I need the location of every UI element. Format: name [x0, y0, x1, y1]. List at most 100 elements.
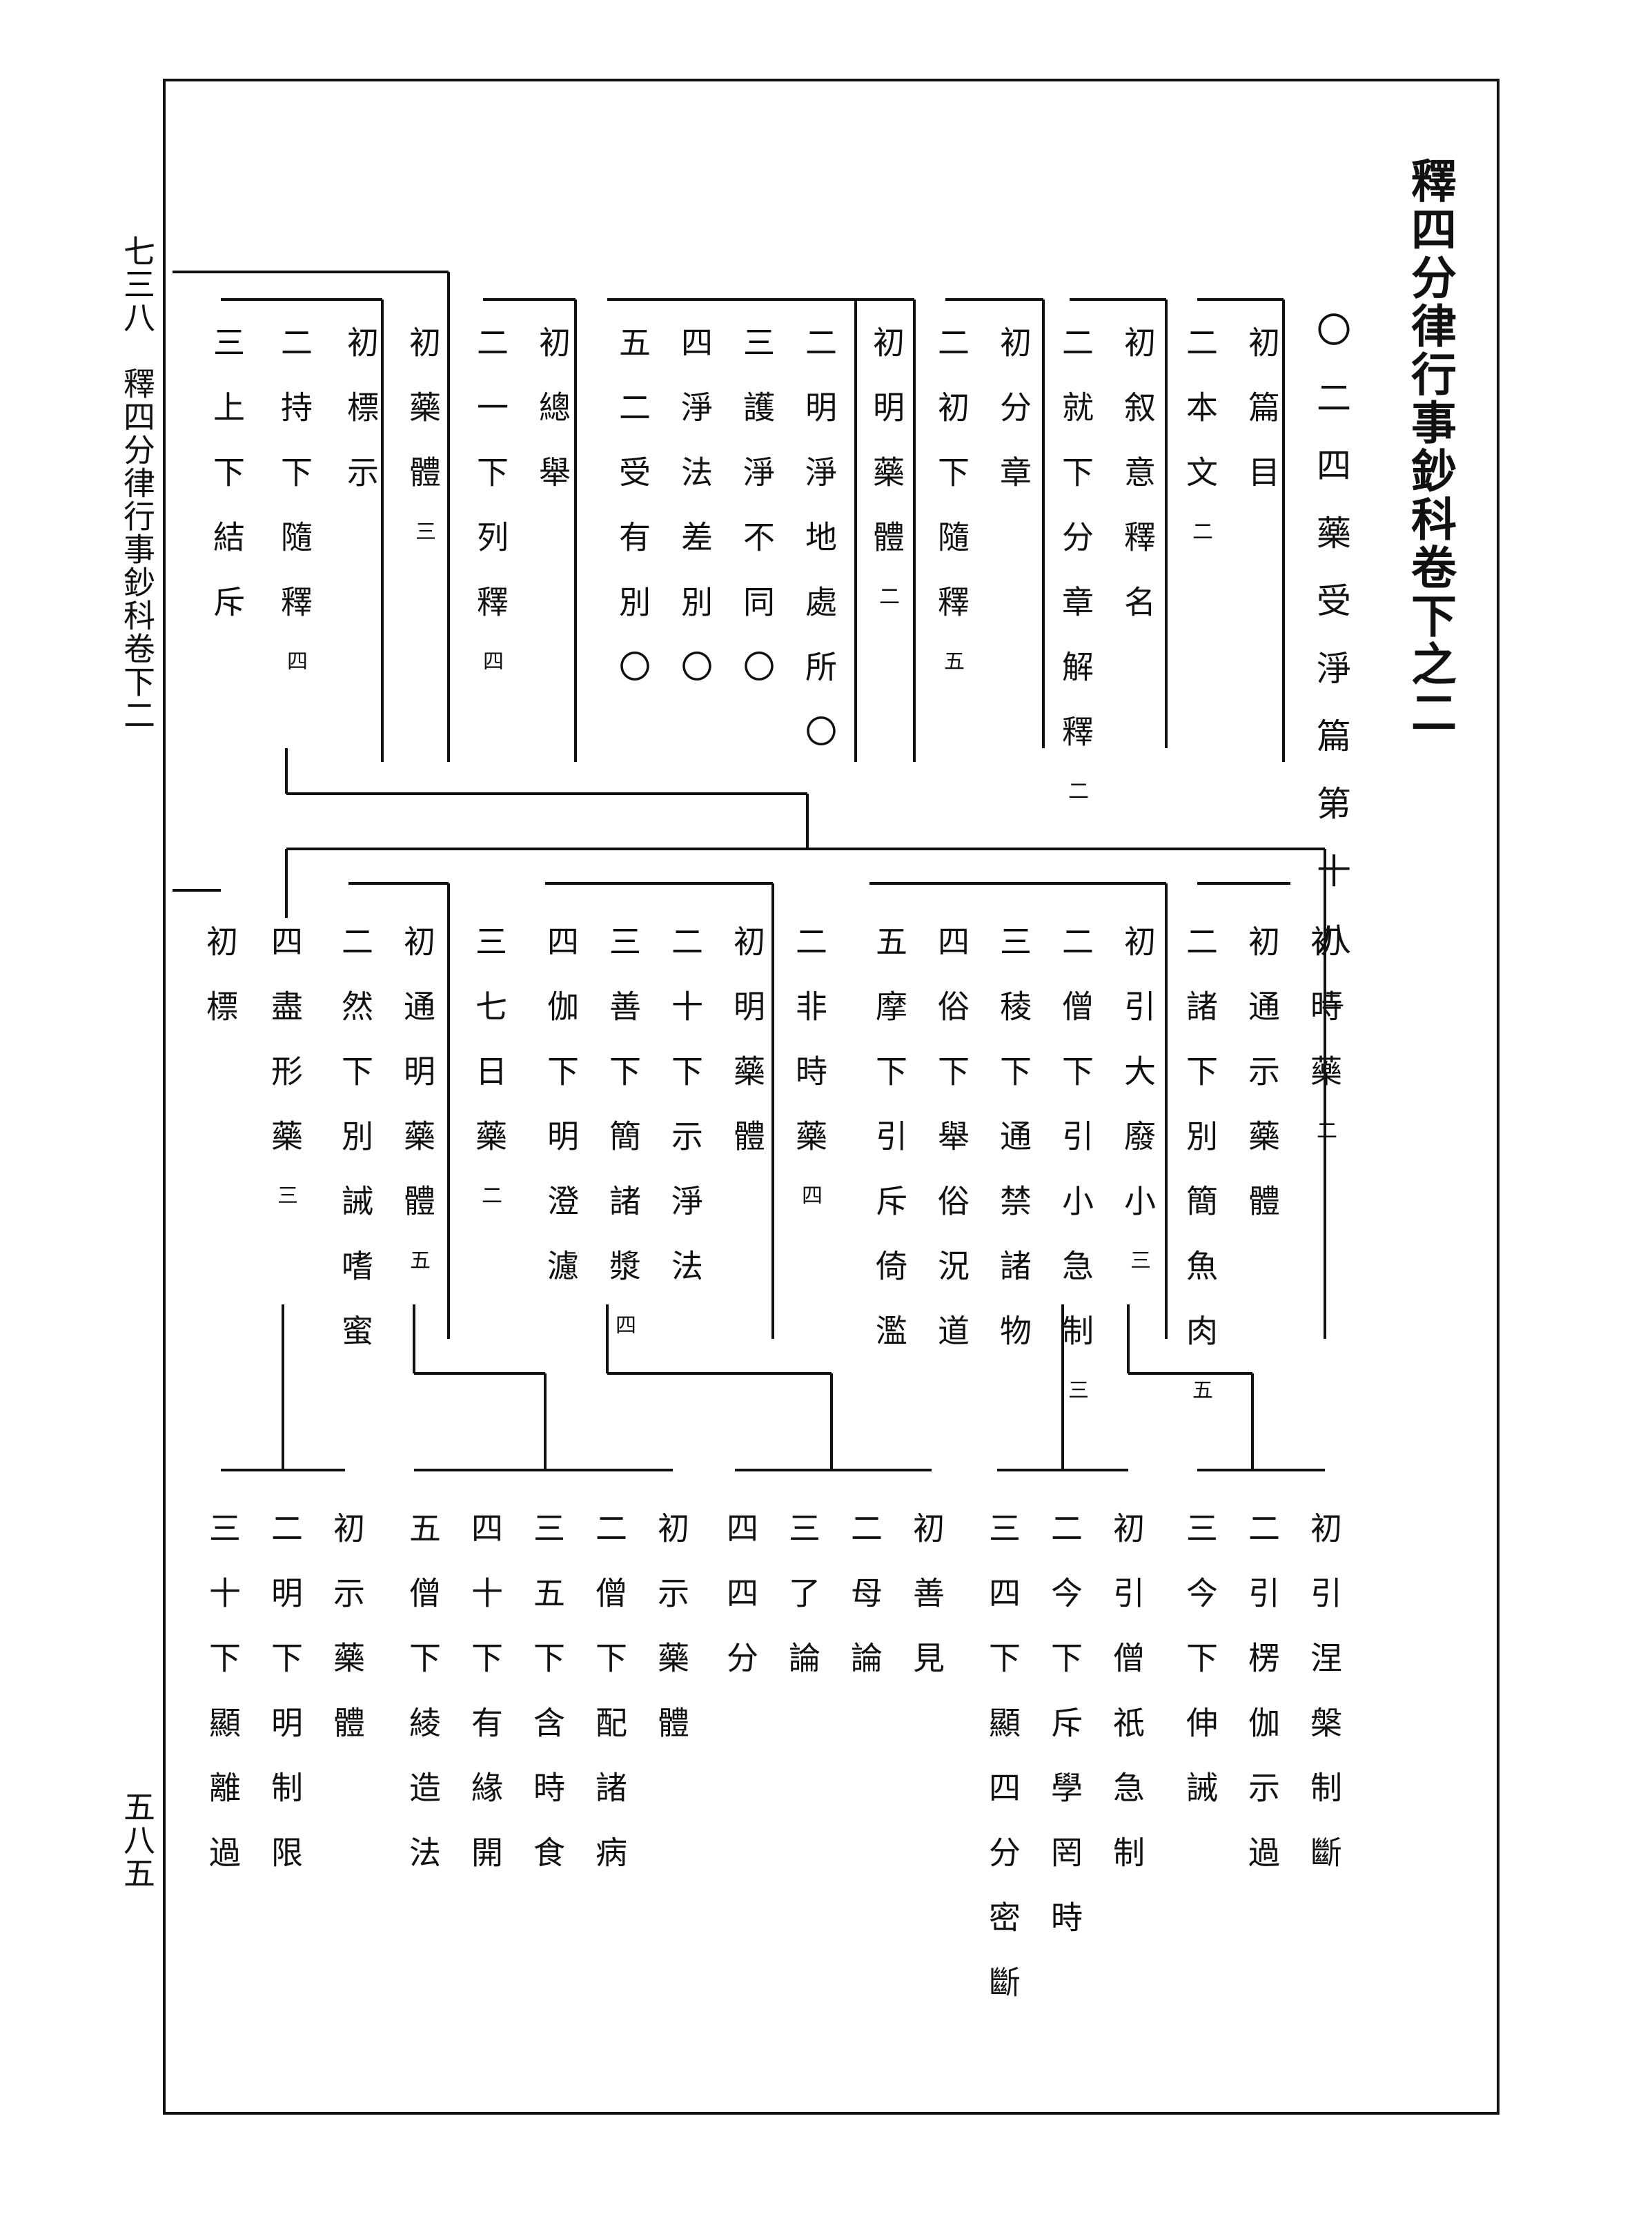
outline-node: 三善下簡諸漿四 [604, 925, 642, 1335]
outline-node-text: 三護淨不同〇 [738, 326, 776, 715]
outline-node-note: 四 [611, 1314, 636, 1335]
outline-node-note: 三 [1064, 1379, 1088, 1400]
outline-node-text: 初篇目 [1243, 326, 1281, 520]
outline-node-note: 二 [1188, 520, 1212, 541]
outline-node-text: 三十下顯離過 [204, 1511, 242, 1901]
outline-node: 三稜下通禁諸物 [995, 925, 1032, 1379]
outline-node: 初標示 [342, 326, 380, 520]
outline-node-text: 三今下伸誡 [1181, 1511, 1219, 1836]
outline-node-text: 四盡形藥 [266, 925, 304, 1184]
outline-node: 三今下伸誡 [1181, 1511, 1219, 1836]
outline-node: 二一下列釋四 [472, 326, 509, 671]
outline-node-text: 初示藥體 [328, 1511, 366, 1771]
outline-node-text: 初示藥體 [653, 1511, 690, 1771]
outline-node-text: 四四分 [722, 1511, 759, 1706]
outline-node-text: 四伽下明澄濾 [542, 925, 580, 1314]
outline-node: 三五下含時食 [529, 1511, 566, 1901]
outline-node-text: 三上下結斥 [208, 326, 246, 650]
outline-heading: 〇二四藥受淨篇第十八二 [1311, 312, 1351, 1009]
outline-node: 初篇目 [1243, 326, 1281, 520]
outline-node-text: 初藥體 [404, 326, 442, 520]
outline-node: 初引涅槃制斷 [1306, 1511, 1343, 1901]
outline-heading-note: 二 [1319, 988, 1344, 1009]
outline-node-text: 三善下簡諸漿 [604, 925, 642, 1314]
outline-node-note: 二 [1064, 780, 1088, 801]
outline-node: 二諸下別簡魚肉五 [1181, 925, 1219, 1400]
outline-node-text: 初明藥體 [729, 925, 766, 1184]
outline-node: 二母論 [846, 1511, 883, 1706]
outline-node: 二然下別誡嗜蜜 [337, 925, 374, 1379]
outline-node: 初分章 [995, 326, 1032, 520]
outline-node-text: 五二受有別〇 [614, 326, 651, 715]
outline-node: 二僧下配諸病 [591, 1511, 628, 1901]
outline-node-note: 二 [1312, 1119, 1337, 1140]
outline-node-note: 四 [798, 1184, 822, 1205]
outline-node: 初引大廢小三 [1119, 925, 1157, 1270]
outline-node: 二非時藥四 [791, 925, 828, 1205]
outline-node-text: 二僧下配諸病 [591, 1511, 628, 1901]
outline-node-text: 二本文 [1181, 326, 1219, 520]
outline-node: 初總舉 [534, 326, 571, 520]
outline-node: 三了論 [784, 1511, 821, 1706]
outline-node: 四盡形藥三 [266, 925, 304, 1205]
outline-node: 初藥體三 [404, 326, 442, 541]
outline-node-text: 二就下分章解釋 [1057, 326, 1094, 780]
outline-node: 四淨法差別〇 [676, 326, 714, 715]
outline-node-note: 五 [940, 650, 964, 671]
outline-node-note: 三 [1126, 1249, 1150, 1270]
outline-node: 四伽下明澄濾 [542, 925, 580, 1314]
outline-node-text: 四俗下舉俗況道 [933, 925, 970, 1379]
outline-node: 三上下結斥 [208, 326, 246, 650]
outline-node-text: 四淨法差別〇 [676, 326, 714, 715]
outline-node: 三四下顯四分密斷 [984, 1511, 1021, 2030]
page-title: 釋四分律行事鈔科卷下之二 [1404, 157, 1457, 737]
outline-node: 二明下明制限 [266, 1511, 304, 1901]
outline-node: 五僧下綾造法 [404, 1511, 442, 1901]
outline-node: 初通明藥體五 [399, 925, 436, 1270]
outline-node-text: 初引涅槃制斷 [1306, 1511, 1343, 1901]
outline-node-text: 二明下明制限 [266, 1511, 304, 1901]
outline-node-note: 二 [478, 1184, 502, 1205]
running-head: 七三八 釋四分律行事鈔科卷下二 [119, 235, 156, 732]
outline-node: 二本文二 [1181, 326, 1219, 541]
outline-node-text: 初通示藥體 [1243, 925, 1281, 1249]
outline-node-note: 五 [1188, 1379, 1212, 1400]
outline-node: 四十下有緣開 [466, 1511, 504, 1901]
outline-node-text: 初總舉 [534, 326, 571, 520]
outline-node-text: 初通明藥體 [399, 925, 436, 1249]
outline-node: 初叙意釋名 [1119, 326, 1157, 650]
outline-node-text: 五摩下引斥倚濫 [871, 925, 908, 1379]
outline-node-note: 四 [479, 650, 503, 671]
outline-node-text: 三五下含時食 [529, 1511, 566, 1901]
outline-node-text: 二持下隨釋 [276, 326, 313, 650]
page-border [163, 79, 1499, 2115]
outline-node: 四俗下舉俗況道 [933, 925, 970, 1379]
outline-node: 初標 [201, 925, 239, 1055]
outline-node: 二就下分章解釋二 [1057, 326, 1094, 801]
page-number: 五八五 [119, 1790, 156, 1890]
outline-node-text: 二母論 [846, 1511, 883, 1706]
outline-node-text: 二僧下引小急制 [1057, 925, 1094, 1379]
outline-node-text: 初分章 [995, 326, 1032, 520]
outline-node: 初明藥體二 [868, 326, 905, 606]
outline-node-text: 三七日藥 [471, 925, 508, 1184]
outline-node-note: 五 [406, 1249, 430, 1270]
outline-node-text: 三四下顯四分密斷 [984, 1511, 1021, 2030]
outline-node-text: 初叙意釋名 [1119, 326, 1157, 650]
outline-node-text: 初時藥 [1306, 925, 1343, 1119]
outline-node: 二僧下引小急制三 [1057, 925, 1094, 1400]
outline-node: 初時藥二 [1306, 925, 1343, 1140]
outline-node: 二初下隨釋五 [933, 326, 970, 671]
outline-node-text: 初明藥體 [868, 326, 905, 585]
outline-node: 二十下示淨法 [667, 925, 704, 1314]
outline-node-note: 二 [875, 585, 899, 606]
outline-node: 三七日藥二 [471, 925, 508, 1205]
outline-node-text: 初標 [201, 925, 239, 1055]
outline-node-text: 四十下有緣開 [466, 1511, 504, 1901]
outline-heading-text: 〇二四藥受淨篇第十八 [1311, 312, 1351, 988]
outline-node-text: 二初下隨釋 [933, 326, 970, 650]
outline-node: 三護淨不同〇 [738, 326, 776, 715]
outline-node-note: 三 [273, 1184, 297, 1205]
outline-node: 四四分 [722, 1511, 759, 1706]
